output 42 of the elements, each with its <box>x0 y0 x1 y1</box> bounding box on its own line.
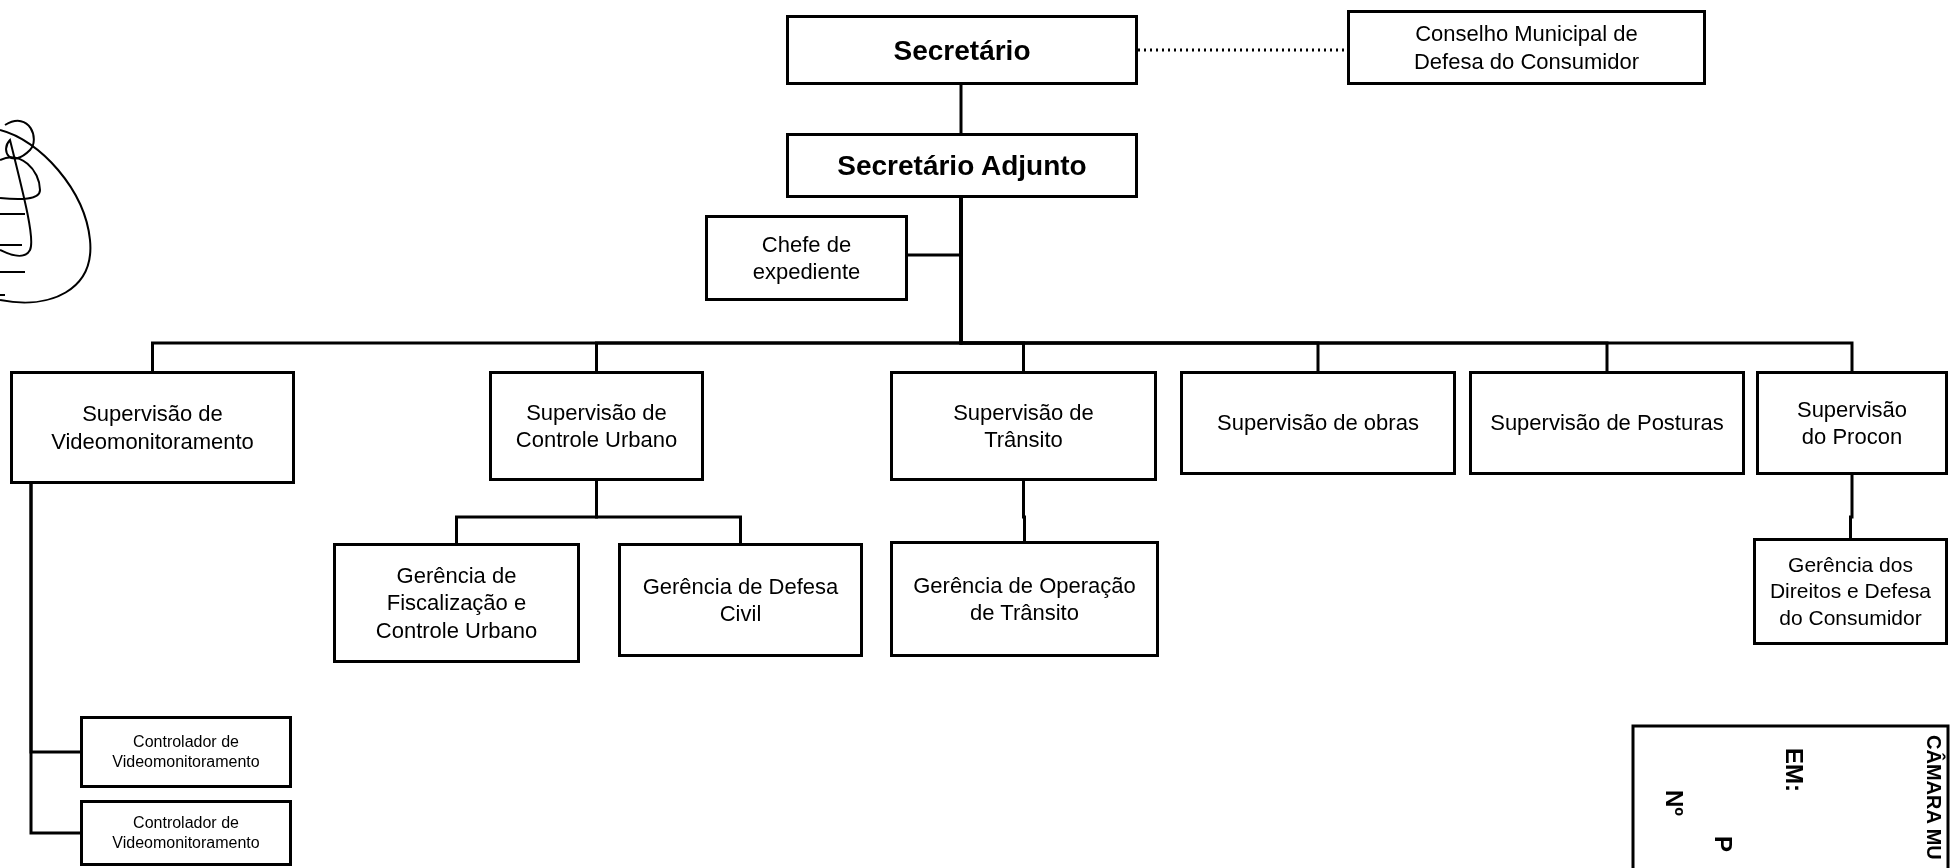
org-box <box>1469 371 1745 475</box>
connector-line <box>595 481 742 543</box>
org-box <box>489 371 704 481</box>
box-label: Conselho Municipal de Defesa do Consumidor <box>1413 20 1640 75</box>
box-label: Secretário <box>893 33 1031 68</box>
stamp-text: P <box>1711 836 1735 852</box>
org-box <box>1753 538 1948 645</box>
connector-line <box>1022 481 1026 541</box>
org-box <box>10 371 295 484</box>
dotted-connector <box>1138 48 1347 52</box>
box-label: Secretário Adjunto <box>837 149 1087 183</box>
box-label: Supervisão de Controle Urbano <box>514 398 679 454</box>
box-label: Chefe de expediente <box>751 230 862 286</box>
box-label: Supervisão do Procon <box>1795 395 1909 451</box>
box-label: Gerência de Defesa Civil <box>641 572 840 628</box>
box-label: Controlador de Videomonitoramento <box>111 732 261 772</box>
org-box <box>333 543 580 663</box>
org-box <box>890 371 1157 481</box>
box-label: Gerência dos Direitos e Defesa do Consumidor <box>1768 552 1933 631</box>
connector-line <box>29 484 80 835</box>
box-label: Gerência de Fiscalização e Controle Urbano <box>374 561 539 645</box>
stamp-text: EM: <box>1782 748 1806 792</box>
org-box <box>786 133 1138 198</box>
box-label: Gerência de Operação de Trânsito <box>912 571 1137 627</box>
box-label: Supervisão de Trânsito <box>952 398 1095 454</box>
box-label: Supervisão de Posturas <box>1490 409 1724 437</box>
org-box <box>80 800 292 866</box>
org-box <box>1347 10 1706 85</box>
org-box <box>890 541 1159 657</box>
box-label: Supervisão de Videomonitoramento <box>50 400 255 455</box>
box-label: Supervisão de obras <box>1217 409 1419 437</box>
stamp-text: CÂMARA MU <box>1924 735 1944 860</box>
org-box <box>80 716 292 788</box>
box-label: Controlador de Videomonitoramento <box>111 813 261 853</box>
stamp-text: Nº <box>1662 790 1686 817</box>
org-box <box>705 215 908 301</box>
org-box <box>1756 371 1948 475</box>
connector-line <box>959 85 963 133</box>
org-box <box>618 543 863 657</box>
org-box <box>786 15 1138 85</box>
org-box <box>1180 371 1456 475</box>
connector-line <box>1849 475 1854 538</box>
